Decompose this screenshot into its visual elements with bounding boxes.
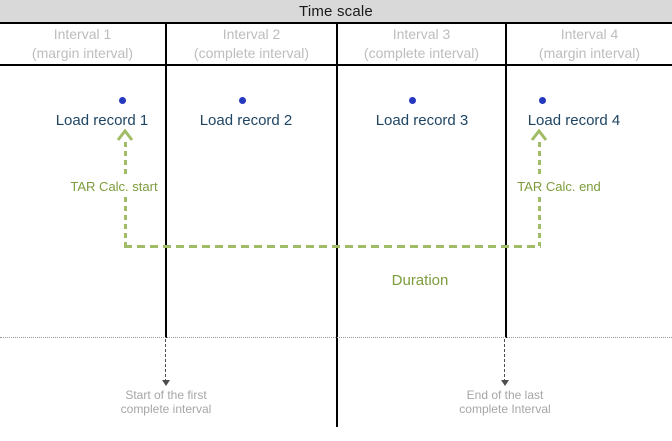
blue-event-dot-icon: [239, 97, 246, 104]
blue-event-dot-icon: [409, 97, 416, 104]
duration-label: Duration: [391, 272, 449, 289]
gray-arrowhead-icon: [501, 380, 509, 386]
gray-arrowhead-icon: [162, 380, 170, 386]
header-time-scale: Time scale: [0, 0, 672, 24]
interval-cell-4: Interval 4 (margin interval): [507, 23, 672, 64]
start-footnote-line2: complete interval: [120, 402, 212, 416]
interval-cell-1: Interval 1 (margin interval): [0, 23, 165, 64]
tar-start-connector-line: [124, 197, 127, 246]
load-record-label-4: Load record 4: [527, 112, 621, 129]
tar-end-label: TAR Calc. end: [517, 179, 601, 194]
blue-event-dot-icon: [539, 97, 546, 104]
green-dashed-up-arrow-icon: [530, 129, 548, 141]
gray-dashed-down-arrow-icon: [504, 339, 505, 380]
gray-dashed-down-arrow-icon: [165, 339, 166, 380]
load-record-label-3: Load record 3: [375, 112, 469, 129]
interval-name: Interval 2: [222, 25, 281, 42]
tar-start-label: TAR Calc. start: [70, 179, 158, 194]
load-record-label-1: Load record 1: [55, 112, 149, 129]
tar-end-arrow-shaft: [538, 142, 541, 176]
interval-cell-3: Interval 3 (complete interval): [338, 23, 505, 64]
interval-kind: (margin interval): [538, 44, 641, 61]
interval-kind: (margin interval): [31, 44, 134, 61]
blue-event-dot-icon: [119, 97, 126, 104]
end-footnote-line1: End of the last: [466, 388, 544, 402]
baseline-dotted-line: [0, 337, 672, 338]
interval-cell-2: Interval 2 (complete interval): [167, 23, 336, 64]
interval-name: Interval 3: [392, 25, 451, 42]
tar-end-connector-line: [538, 197, 541, 246]
interval-kind: (complete interval): [363, 44, 480, 61]
load-record-label-2: Load record 2: [199, 112, 293, 129]
interval-divider-line-2: [336, 22, 338, 427]
start-footnote-line1: Start of the first: [125, 388, 207, 402]
tar-start-arrow-shaft: [124, 142, 127, 176]
start-footnote: Start of the first complete interval: [81, 388, 251, 416]
end-footnote: End of the last complete Interval: [420, 388, 590, 416]
end-footnote-line2: complete Interval: [459, 402, 551, 416]
interval-divider-line-3: [505, 22, 507, 338]
interval-name: Interval 4: [560, 25, 619, 42]
interval-kind: (complete interval): [193, 44, 310, 61]
green-dashed-up-arrow-icon: [116, 129, 134, 141]
interval-name: Interval 1: [53, 25, 112, 42]
page-title: Time scale: [299, 2, 373, 20]
interval-divider-line-1: [165, 22, 167, 338]
duration-span-line: [124, 245, 541, 248]
